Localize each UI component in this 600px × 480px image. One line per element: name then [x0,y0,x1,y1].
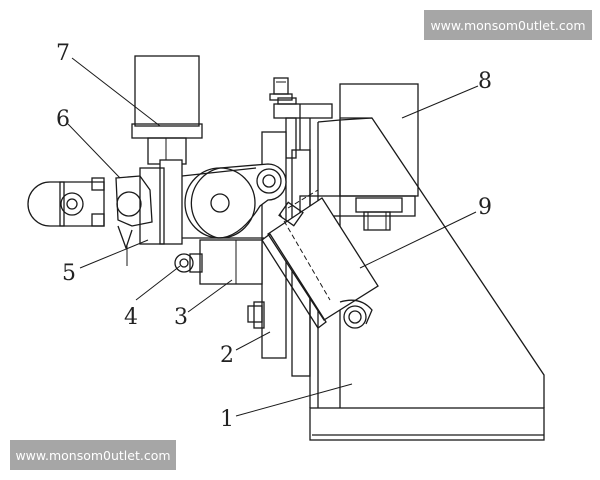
label-5: 5 [62,261,76,286]
part-7-upper-motor [131,55,203,165]
watermark-bottom-left: www.monsom0utlet.com [10,440,176,470]
label-6: 6 [56,107,70,132]
watermark-top-right: www.monsom0utlet.com [424,10,592,40]
part-3-motor-block [199,239,263,285]
watermark-bottom-left-text: www.monsom0utlet.com [15,448,170,463]
part-5-6-clamp-head [27,159,183,266]
part-8-top-block [299,83,419,231]
belt-pulley-assembly [181,163,287,239]
watermark-top-right-text: www.monsom0utlet.com [430,18,585,33]
label-2: 2 [220,343,234,368]
label-3: 3 [174,305,188,330]
label-7: 7 [56,41,70,66]
label-1: 1 [220,407,234,432]
label-9: 9 [478,195,492,220]
part-number-labels: 1 2 3 4 5 6 7 8 9 [56,41,492,432]
leader-lines [67,57,479,417]
label-8: 8 [478,69,492,94]
part-4-roller [174,253,203,273]
part-9-tilted-actuator [261,189,379,329]
label-4: 4 [124,305,138,330]
